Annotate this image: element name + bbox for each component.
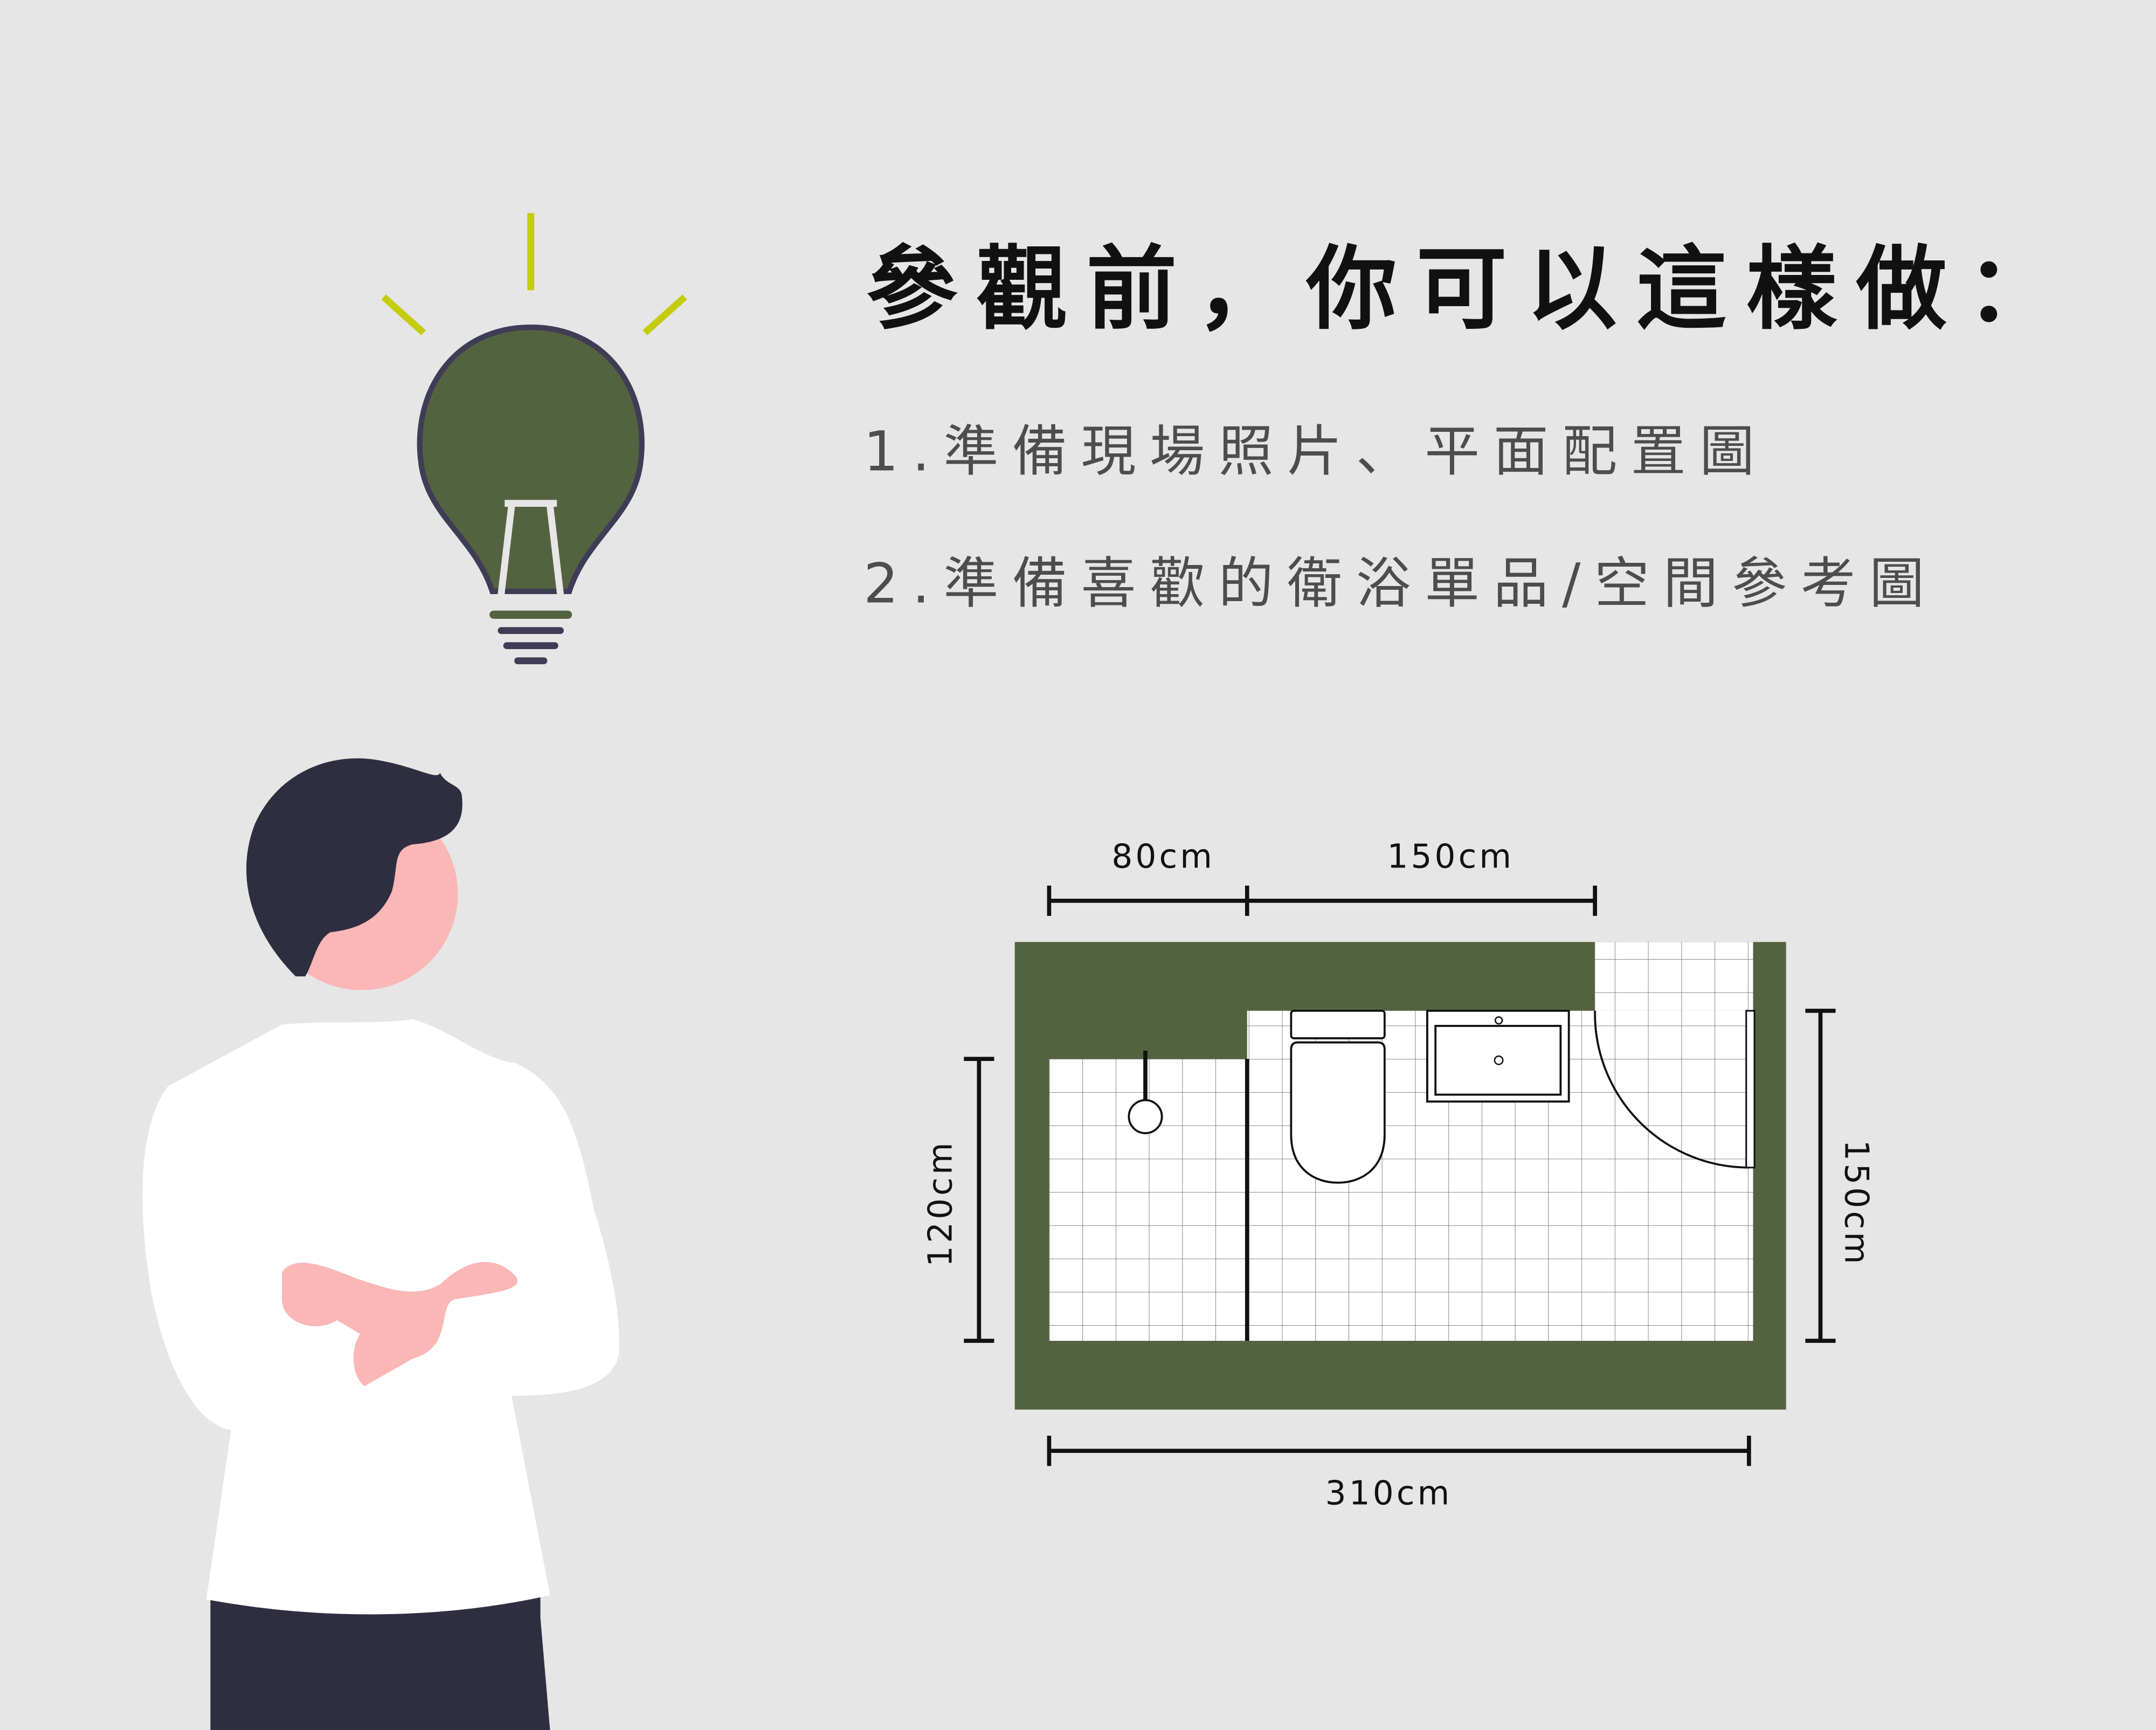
dimension-bottom: 310cm (1325, 1474, 1453, 1513)
shower-head-icon (1128, 1050, 1163, 1134)
shower-door-icon (1594, 1010, 1756, 1169)
dimension-lines (964, 885, 1836, 1466)
step-1: 1.準備現場照片、平面配置圖 (863, 419, 1768, 484)
page-title: 參觀前，你可以這樣做： (866, 236, 2076, 342)
sink-icon (1426, 1009, 1570, 1103)
lightbulb-icon (381, 213, 687, 665)
dimension-top-left: 80cm (1111, 838, 1215, 876)
dimension-right: 150cm (1837, 1140, 1875, 1267)
bathroom-floor-plan (1014, 942, 1786, 1410)
dimension-top-right: 150cm (1387, 838, 1514, 876)
step-2: 2.準備喜歡的衛浴單品/空間參考圖 (863, 552, 1938, 616)
toilet-icon (1290, 1009, 1386, 1184)
dimension-left: 120cm (921, 1140, 959, 1267)
person-illustration (142, 758, 619, 1730)
